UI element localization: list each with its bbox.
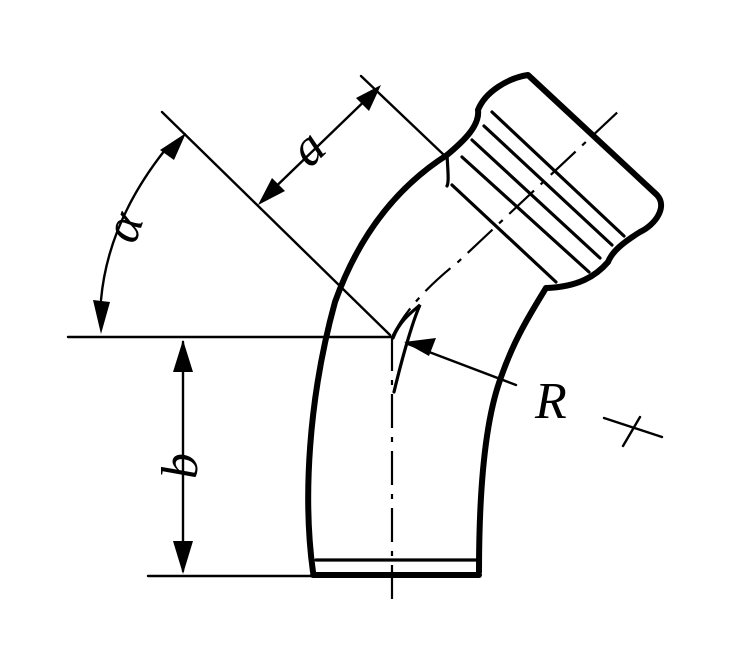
thread-line-1: [490, 110, 626, 238]
dimension-line-a: [260, 86, 380, 202]
label-b: b: [152, 453, 209, 479]
label-a: a: [278, 119, 336, 178]
socket-outline: [444, 72, 665, 291]
dimension-b-arrow-top: [173, 340, 193, 372]
inclined-reference-line: [160, 110, 392, 337]
dimension-b-arrow-bottom: [173, 541, 193, 574]
socket-inner-line: [450, 183, 558, 284]
thread-line-3: [470, 138, 602, 260]
angle-arrow-top: [160, 133, 186, 160]
dimension-a-arrow-bottom: [258, 178, 285, 205]
angle-arrow-bottom: [93, 300, 110, 334]
thread-line-4: [460, 155, 591, 274]
dimension-a-arrow-top: [356, 85, 381, 111]
center-cross-line-b: [621, 415, 642, 448]
socket-collar: [445, 153, 450, 188]
radius-arrow: [404, 338, 436, 356]
thread-line-2: [482, 124, 614, 247]
bend-throat-detail: [391, 303, 422, 394]
pipe-outer-wall: [305, 152, 450, 575]
outlet-extension-line: [359, 74, 447, 158]
label-r: R: [534, 373, 567, 430]
label-alpha: α: [92, 203, 155, 250]
angle-arc: [99, 148, 167, 302]
pipe-inner-wall: [476, 285, 549, 575]
